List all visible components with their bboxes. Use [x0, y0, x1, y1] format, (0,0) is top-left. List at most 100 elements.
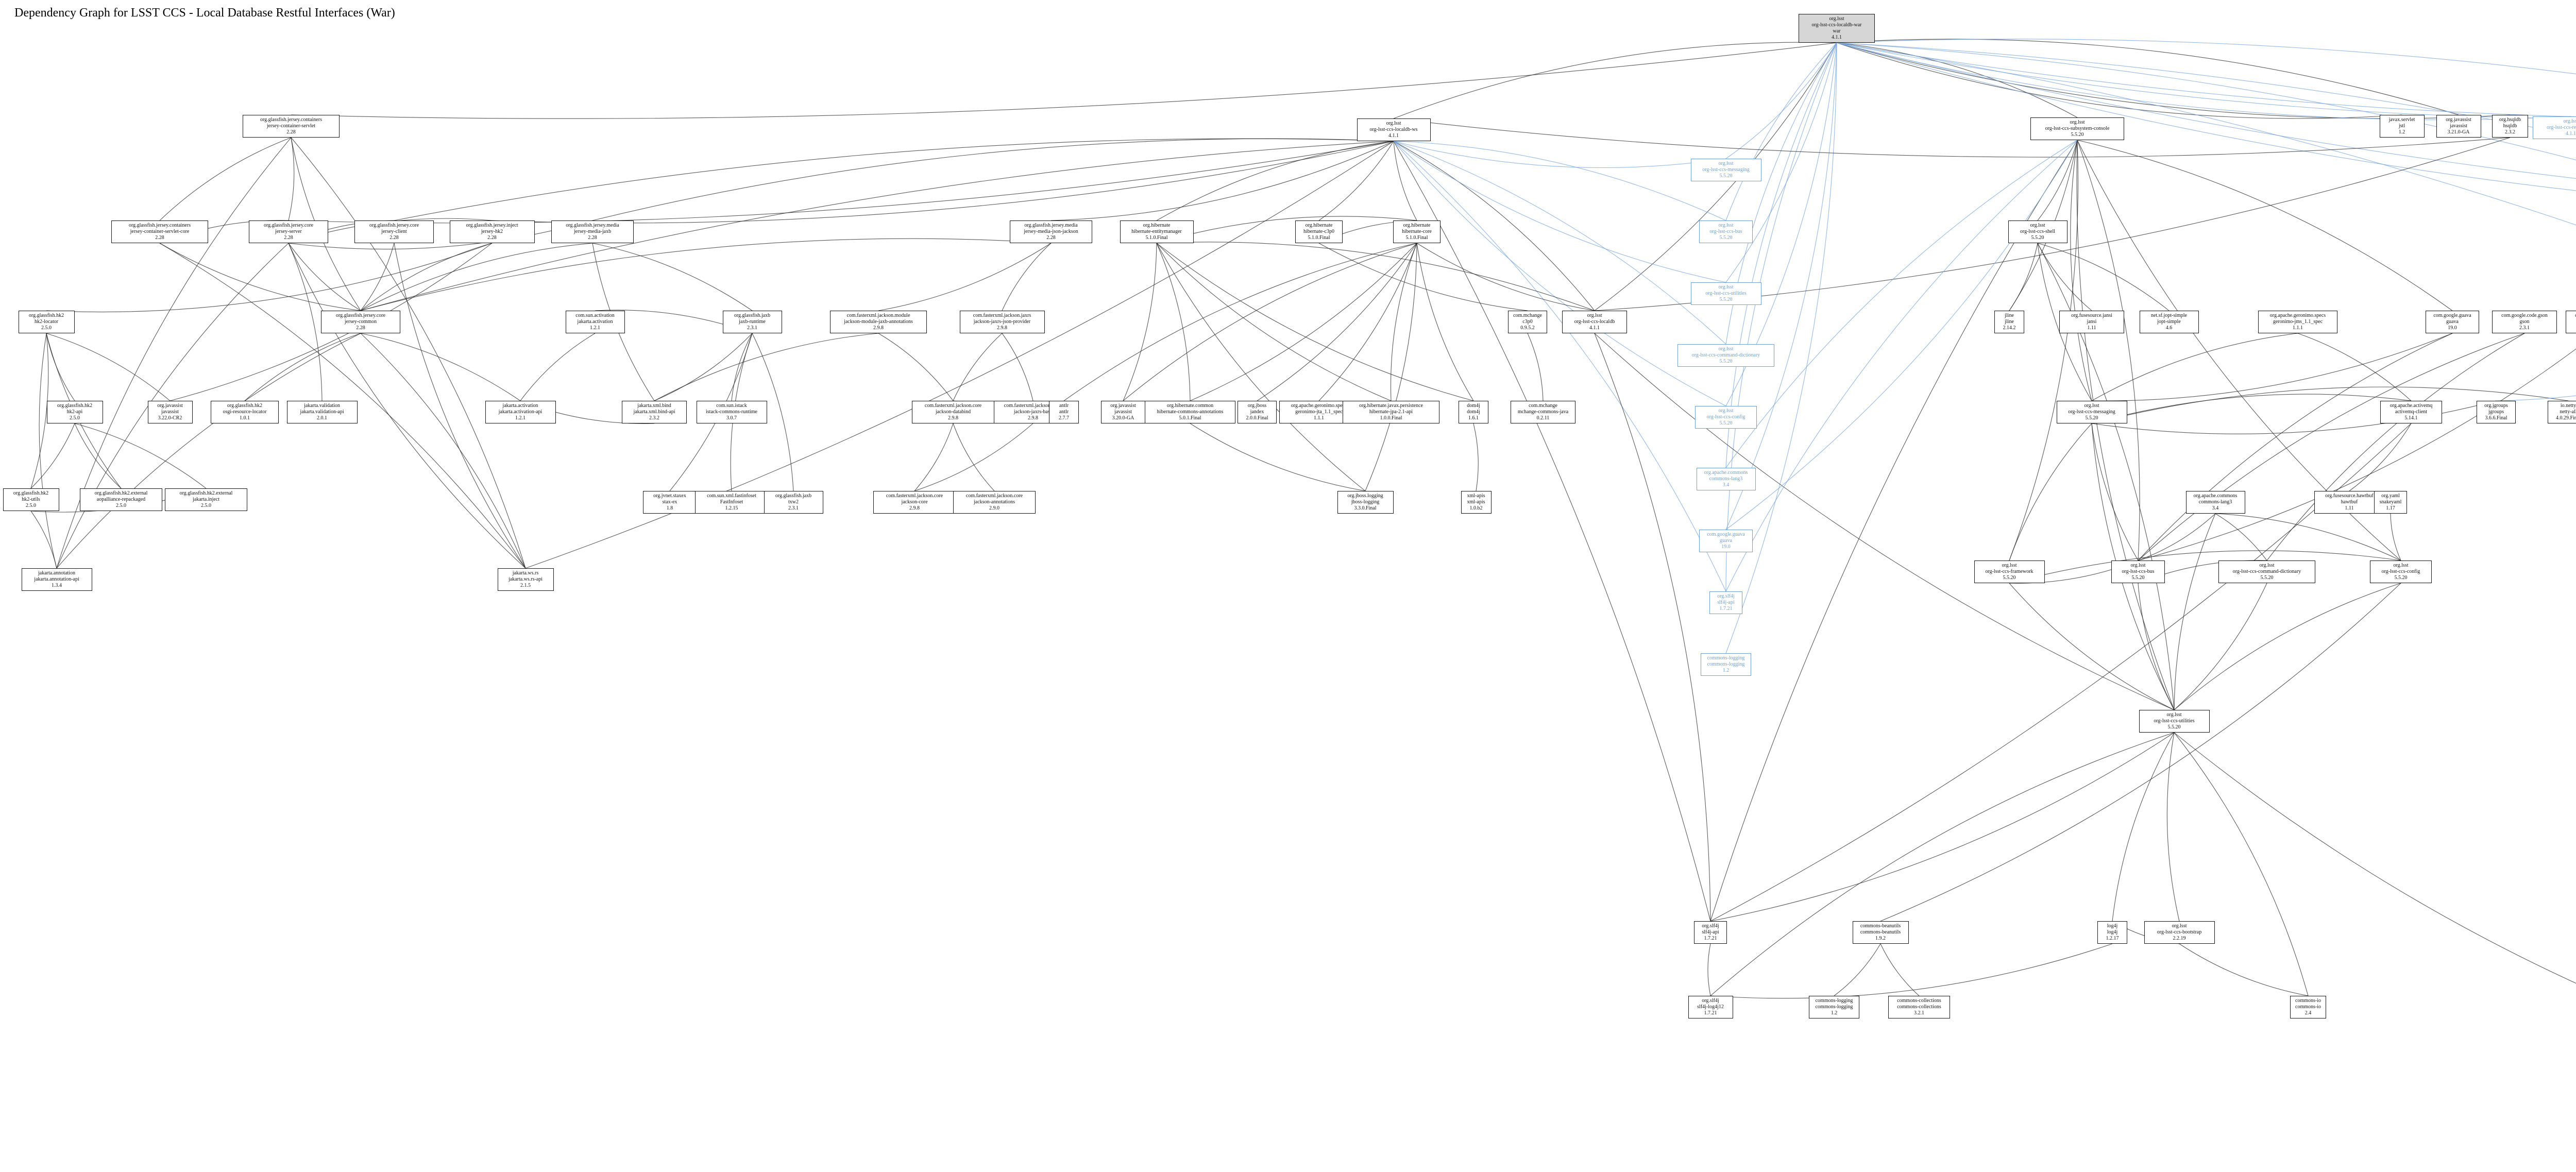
- dep-node-label: hibernate-entitymanager: [1131, 229, 1182, 234]
- dep-node-label: 2.0.1: [317, 415, 327, 421]
- dep-node-label: org.glassfish.jersey.media: [1024, 223, 1078, 228]
- dependency-edge: [1836, 39, 2459, 115]
- dep-node-label: org.slf4j: [1717, 593, 1735, 599]
- dep-node-label: org.glassfish.jersey.containers: [260, 117, 322, 123]
- dep-node-label: 2.1.5: [520, 583, 531, 588]
- dep-node-label: jersey-media-json-jackson: [1024, 229, 1078, 234]
- dep-node-label: 2.28: [286, 129, 296, 135]
- dep-node-label: 3.3.0.Final: [1354, 505, 1377, 511]
- dep-node-label: xml-apis: [1467, 499, 1485, 505]
- dep-node-label: 5.5.20: [2167, 724, 2181, 730]
- dep-node-label: commons-beanutils: [1860, 923, 1901, 929]
- dep-node-label: org.lsst: [1829, 16, 1844, 22]
- dep-node-label: jline: [2005, 313, 2014, 318]
- dependency-edge: [1318, 243, 1528, 311]
- dependency-edge: [74, 423, 207, 489]
- dep-node-label: dom4j: [1467, 409, 1480, 415]
- dep-node-label: jandex: [1250, 409, 1264, 415]
- dep-node-label: 1.11: [2087, 325, 2096, 331]
- dep-node-label: com.sun.activation: [575, 313, 615, 318]
- dependency-edge: [2174, 583, 2267, 710]
- dep-node-label: org.glassfish.jersey.core: [369, 223, 419, 228]
- dep-node-label: commons-lang3: [2198, 499, 2232, 505]
- dep-node-label: commons-collections: [1897, 998, 1941, 1004]
- dependency-edge: [2070, 140, 2092, 401]
- dep-node-label: org.lsst: [2259, 563, 2275, 568]
- dep-node-label: 2.7.7: [1059, 415, 1069, 421]
- dep-node-label: 5.5.20: [1719, 173, 1733, 179]
- dependency-edge: [2009, 550, 2401, 584]
- dependency-edge: [288, 137, 295, 221]
- dep-node-label: 2.28: [284, 235, 293, 241]
- dep-node-label: commons-logging: [1707, 661, 1745, 667]
- dep-node-label: geronimo-jms_1.1_spec: [2273, 319, 2323, 325]
- dep-node-label: netty-all: [2560, 409, 2576, 415]
- dependency-edge: [1710, 732, 2175, 922]
- dep-node-label: org.glassfish.jersey.core: [263, 223, 314, 228]
- dep-node-label: 5.5.20: [1719, 297, 1733, 302]
- dep-node-label: org.hibernate: [1143, 223, 1171, 228]
- dep-node-label: org.lsst: [2393, 563, 2409, 568]
- dependency-edge: [2112, 732, 2175, 922]
- dependency-edge: [360, 243, 493, 311]
- dep-node-label: com.fasterxml.jackson.core: [965, 493, 1023, 499]
- dependency-edge: [654, 333, 753, 401]
- dependency-edge: [1123, 243, 1417, 401]
- dep-node-label: org-lsst-ccs-command-dictionary: [1691, 352, 1760, 358]
- dep-node-label: org.lsst: [1587, 313, 1602, 318]
- dependency-edge: [1725, 42, 1837, 654]
- dependency-edge: [2077, 140, 2453, 311]
- dep-node-label: hibernate-commons-annotations: [1157, 409, 1224, 415]
- dep-node-label: org.hibernate.javax.persistence: [1359, 403, 1423, 409]
- dependency-edge: [953, 423, 995, 491]
- dep-node-label: 1.0.0.Final: [1380, 415, 1402, 421]
- dep-node-label: commons-collections: [1897, 1004, 1941, 1010]
- dep-node-label: jackson-jaxrs-base: [1013, 409, 1053, 415]
- dep-node-label: 2.5.0: [26, 503, 36, 508]
- dep-node-label: 1.0.b2: [1469, 505, 1483, 511]
- dep-node-label: 5.14.1: [2404, 415, 2418, 421]
- dependency-edge: [1836, 42, 2511, 119]
- dependency-edge: [1156, 242, 1595, 311]
- dep-node-label: hk2-api: [66, 409, 83, 415]
- dependency-edge: [2496, 395, 2576, 401]
- dep-node-label: 2.5.0: [41, 325, 52, 331]
- dependency-edge: [30, 333, 49, 489]
- dep-node-label: 2.28: [1046, 235, 1056, 241]
- dependency-edge: [1002, 333, 1033, 401]
- dependency-edge: [1393, 141, 1726, 283]
- dependency-edge: [1725, 42, 1837, 283]
- dep-node-label: 2.5.0: [116, 503, 126, 508]
- dependency-edge: [2174, 583, 2401, 710]
- dep-node-label: org-lsst-ccs-utilities: [1705, 291, 1747, 296]
- dep-node-label: 19.0: [1721, 544, 1731, 550]
- dep-node-label: jakarta.xml.bind-api: [633, 409, 675, 415]
- dep-node-label: commons-logging: [1707, 655, 1745, 661]
- dep-node-label: org.glassfish.hk2.external: [179, 490, 233, 496]
- dep-node-label: 2.9.8: [909, 505, 920, 511]
- dependency-edge: [244, 333, 361, 401]
- dep-node-label: org-lsst-ccs-bootstrap: [2157, 929, 2202, 935]
- dep-node-label: 5.5.20: [2085, 415, 2098, 421]
- dep-node-label: 2.9.0: [989, 505, 999, 511]
- dependency-edge: [1836, 42, 2576, 136]
- dep-node-label: org.fusesource.hawtbuf: [2325, 493, 2374, 499]
- dep-node-label: 2.3.2: [2505, 129, 2515, 135]
